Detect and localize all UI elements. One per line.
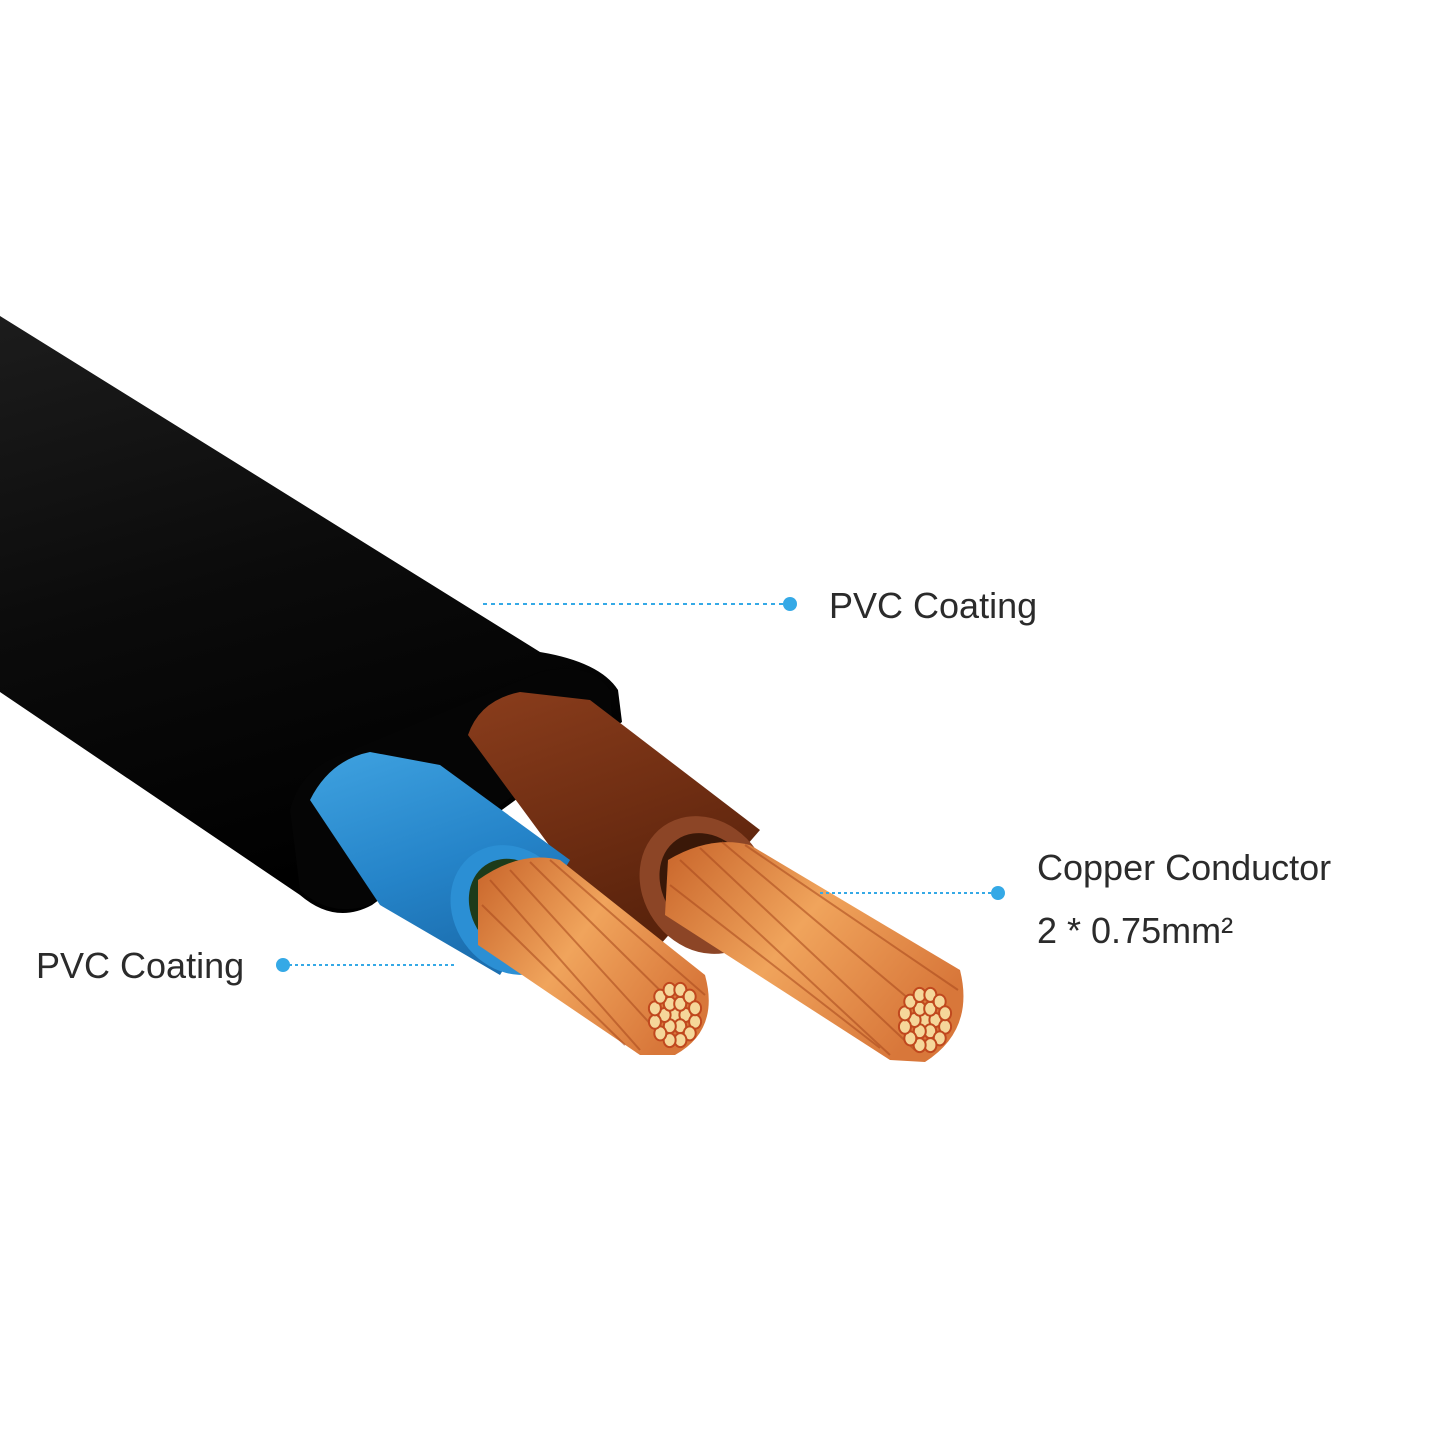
label-copper-conductor: Copper Conductor — [1037, 847, 1332, 888]
leader-dot-jacket — [783, 597, 797, 611]
label-pvc-coating-jacket: PVC Coating — [829, 585, 1038, 626]
leader-dot-conductor — [991, 886, 1005, 900]
strand-tip — [647, 1013, 662, 1030]
strand-tip — [938, 1005, 953, 1022]
copper-conductor-left — [478, 857, 709, 1055]
copper-conductor-right — [665, 841, 964, 1062]
strand-tip — [688, 1000, 703, 1017]
label-conductor-spec: 2 * 0.75mm² — [1037, 910, 1234, 951]
leader-dot-insulation — [276, 958, 290, 972]
strand-tip — [897, 1018, 912, 1035]
label-pvc-coating-insulation: PVC Coating — [36, 945, 245, 986]
